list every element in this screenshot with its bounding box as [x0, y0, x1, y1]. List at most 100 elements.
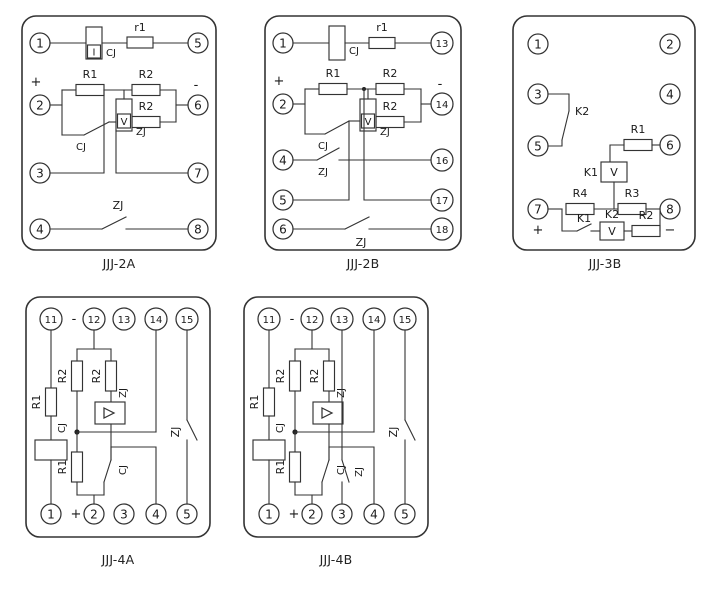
- terminal-label-1: 1: [279, 37, 287, 51]
- polarity-minus: -: [290, 312, 295, 327]
- switch-label-zj2: ZJ: [356, 236, 367, 249]
- coil-inner-label: I: [93, 48, 96, 59]
- terminal-label-8: 8: [194, 223, 202, 237]
- caption-jjj-2b: JJJ-2B: [346, 256, 380, 271]
- wire-3-to-k2: [547, 93, 570, 112]
- switch-label-k1-bottom: K1: [577, 212, 591, 225]
- wire-17-to-riser: [363, 88, 432, 201]
- terminal-label-4: 4: [152, 508, 160, 522]
- polarity-plus: +: [289, 507, 300, 522]
- terminal-label-17: 17: [436, 196, 449, 207]
- resistor-label-R1-left: R1: [30, 395, 43, 410]
- terminal-circle[interactable]: [113, 503, 135, 525]
- switch-label-cj: CJ: [118, 465, 129, 475]
- voltmeter-label-v: V: [365, 117, 372, 128]
- coil-tag-cj-left: CJ: [275, 423, 286, 433]
- terminal-label-11: 11: [45, 315, 58, 326]
- terminal-label-3: 3: [36, 167, 44, 181]
- terminal-label-4: 4: [36, 223, 44, 237]
- caption-jjj-2a: JJJ-2A: [102, 256, 136, 271]
- resistor-R2-top: [131, 83, 161, 97]
- resistor-label-R2-right: R2: [90, 369, 103, 384]
- voltmeter-needle: [103, 406, 116, 420]
- coil-tag-cj: CJ: [106, 48, 116, 59]
- switch-zj-blade: [186, 419, 198, 441]
- figure-jjj-2b: 1 13 CJ r1 + 2 - 14 R1 R2: [257, 10, 469, 256]
- resistor-R2-bottom: [131, 115, 161, 129]
- terminal-label-5: 5: [183, 508, 191, 522]
- terminal-label-13: 13: [336, 315, 349, 326]
- switch-cj-blade: [103, 459, 112, 483]
- resistor-label-R2: R2: [639, 209, 654, 222]
- terminal-label-4: 4: [370, 508, 378, 522]
- bus-cj-to-4: [328, 446, 375, 505]
- terminal-label-6: 6: [194, 99, 202, 113]
- terminal-circle[interactable]: [659, 83, 681, 105]
- voltmeter-inner: [360, 113, 376, 129]
- resistor-R2-right: [322, 360, 336, 392]
- voltmeter-label-v-k1: V: [610, 166, 618, 179]
- relay-case: [243, 296, 429, 538]
- terminal-circle[interactable]: [659, 33, 681, 55]
- resistor-label-R1: R1: [83, 68, 98, 81]
- voltmeter-needle: [321, 406, 334, 420]
- switch-k1-blade: [576, 223, 592, 232]
- switch-label-cj: CJ: [76, 142, 86, 153]
- wire-3-to-riser: [49, 89, 105, 174]
- terminal-label-1: 1: [36, 37, 44, 51]
- terminal-label-13: 13: [436, 39, 449, 50]
- caption-jjj-3b: JJJ-3B: [588, 256, 622, 271]
- resistor-R2-left: [288, 360, 302, 392]
- terminal-label-2: 2: [36, 99, 44, 113]
- coil-body-cj: [252, 439, 286, 461]
- terminal-label-5: 5: [534, 140, 542, 154]
- resistor-R1-left: [262, 387, 276, 417]
- resistor-label-R2-left: R2: [56, 369, 69, 384]
- terminal-label-7: 7: [534, 203, 542, 217]
- terminal-label-14: 14: [368, 315, 381, 326]
- resistor-r1-small: [126, 36, 154, 49]
- switch-zj2-blade: [344, 216, 370, 230]
- terminal-label-5: 5: [194, 37, 202, 51]
- terminal-label-3: 3: [534, 88, 542, 102]
- caption-jjj-4a: JJJ-4A: [101, 552, 135, 567]
- terminal-label-2: 2: [90, 508, 98, 522]
- coil-tag-cj: CJ: [349, 46, 359, 57]
- wire-7-to-riser: [115, 130, 189, 174]
- terminal-label-15: 15: [181, 315, 194, 326]
- voltmeter-label-v: V: [121, 117, 128, 128]
- resistor-R1: [623, 138, 653, 152]
- terminal-label-18: 18: [436, 225, 449, 236]
- terminal-label-8: 8: [666, 203, 674, 217]
- switch-zj-blade: [404, 419, 416, 441]
- polarity-minus: -: [72, 312, 77, 327]
- terminal-label-14: 14: [150, 315, 163, 326]
- switch-label-zj: ZJ: [169, 427, 182, 438]
- terminal-label-7: 7: [194, 167, 202, 181]
- figure-jjj-4b: 11 - 12 13 14 15 1 + 2 3 4 5 R1 CJ: [238, 292, 434, 544]
- relay-case: [264, 15, 462, 251]
- wire-bus-down-left: [561, 208, 578, 232]
- resistor-R2: [631, 224, 661, 238]
- zj-tag: ZJ: [136, 127, 146, 138]
- switch-k2-blade: [561, 110, 570, 141]
- switch-label-cj: CJ: [318, 141, 328, 152]
- polarity-plus: +: [71, 507, 82, 522]
- switch-label-zj: ZJ: [387, 427, 400, 438]
- terminal-label-4: 4: [279, 154, 287, 168]
- switch-cj-blade: [324, 120, 350, 135]
- coil-body: [328, 25, 346, 61]
- wire-k2-to-5: [547, 139, 563, 147]
- terminal-circle[interactable]: [112, 307, 136, 331]
- terminal-label-1: 1: [265, 508, 273, 522]
- relay-case: [512, 15, 696, 251]
- resistor-R2-left: [70, 360, 84, 392]
- tag-k1-mid: K1: [584, 166, 598, 179]
- resistor-label-R2-left: R2: [274, 369, 287, 384]
- terminal-label-13: 13: [118, 315, 131, 326]
- bus-cj-to-4: [110, 446, 157, 505]
- terminal-circle[interactable]: [527, 33, 549, 55]
- terminal-label-1: 1: [47, 508, 55, 522]
- resistor-label-R1-mid: R1: [56, 460, 69, 475]
